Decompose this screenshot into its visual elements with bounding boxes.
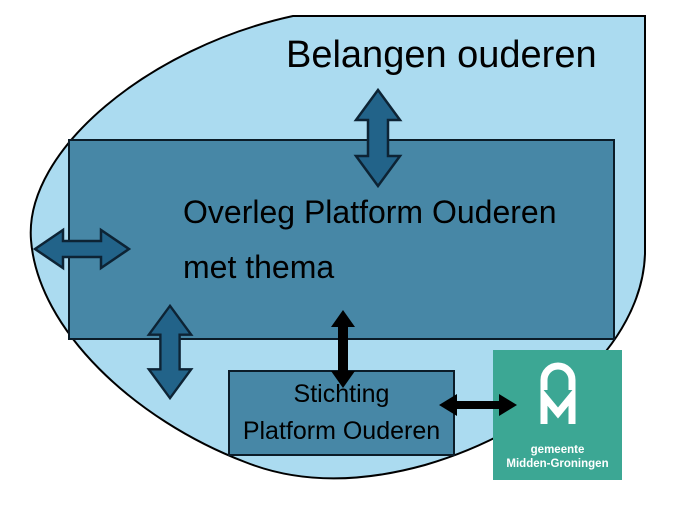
double-arrow-overleg-stichting-icon xyxy=(331,310,355,388)
double-arrow-stichting-gemeente-icon xyxy=(439,394,517,416)
logo-caption-line2: Midden-Groningen xyxy=(506,458,609,470)
overleg-box-line1: Overleg Platform Ouderen xyxy=(183,194,557,230)
gemeente-midden-groningen-logo: gemeente Midden-Groningen xyxy=(493,350,622,480)
overleg-platform-box-label: Overleg Platform Ouderen met thema xyxy=(183,185,557,295)
overleg-platform-box: Overleg Platform Ouderen met thema xyxy=(68,139,615,340)
double-arrow-belangen-overleg-icon xyxy=(353,88,403,188)
double-arrow-overleg-left-icon xyxy=(33,227,131,271)
logo-caption-line1: gemeente xyxy=(530,444,585,456)
diagram-title: Belangen ouderen xyxy=(286,34,597,76)
double-arrow-overleg-down-icon xyxy=(146,303,194,401)
midden-groningen-m-icon xyxy=(540,362,575,424)
logo-caption: gemeente Midden-Groningen xyxy=(506,443,608,480)
overleg-box-line2: met thema xyxy=(183,249,335,285)
stichting-box-line2: Platform Ouderen xyxy=(242,417,441,445)
stichting-platform-box: Stichting Platform Ouderen xyxy=(228,370,455,456)
